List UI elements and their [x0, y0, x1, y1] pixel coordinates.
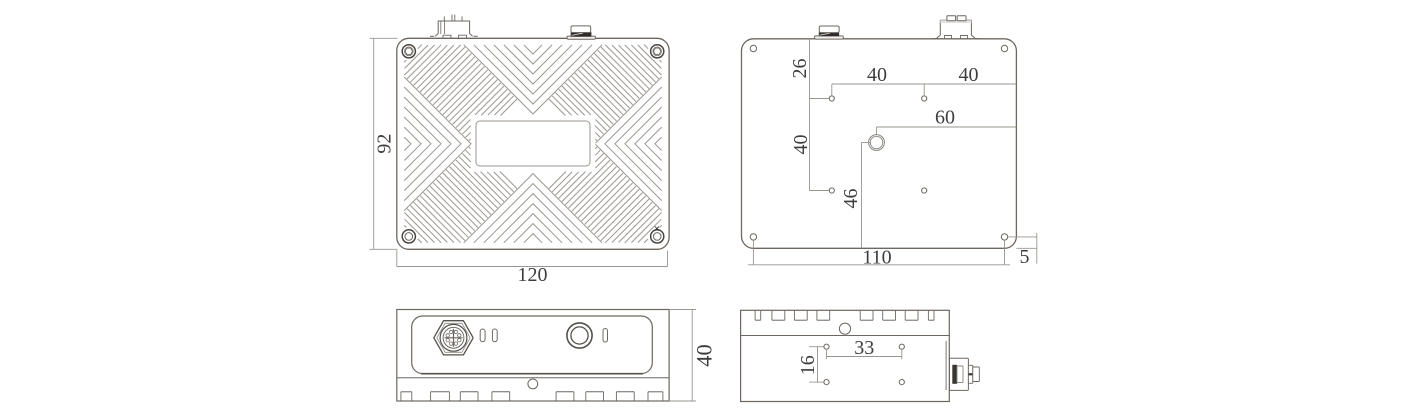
svg-text:60: 60: [935, 107, 955, 129]
svg-text:40: 40: [692, 344, 717, 367]
svg-text:46: 46: [840, 189, 862, 209]
svg-text:16: 16: [797, 355, 819, 375]
svg-text:5: 5: [1020, 246, 1030, 268]
svg-text:40: 40: [790, 135, 812, 155]
svg-text:120: 120: [518, 264, 548, 286]
svg-text:40: 40: [867, 64, 887, 86]
svg-text:110: 110: [862, 247, 891, 269]
svg-text:✕: ✕: [654, 225, 661, 234]
svg-text:33: 33: [854, 337, 874, 359]
svg-text:26: 26: [789, 59, 811, 79]
svg-text:92: 92: [374, 134, 396, 154]
svg-text:40: 40: [959, 64, 979, 86]
